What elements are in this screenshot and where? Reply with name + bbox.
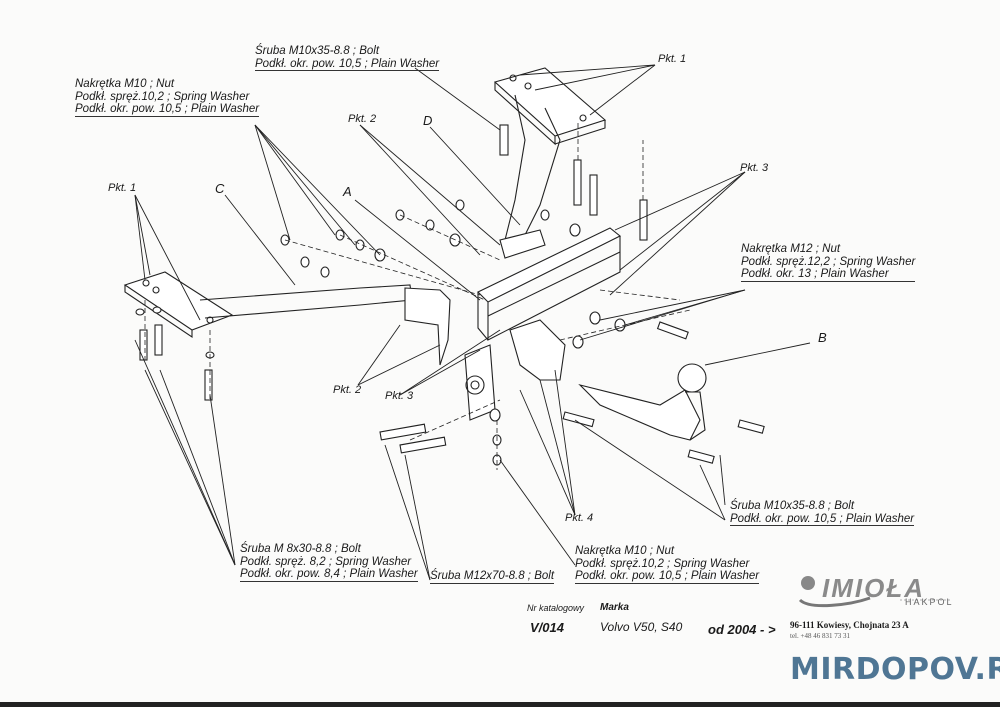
label-line: Śruba M 8x30-8.8 ; Bolt xyxy=(240,543,361,555)
make: Volvo V50, S40 xyxy=(600,620,683,634)
label-bottom-mid-bolt: Śruba M12x70-8.8 ; Bolt xyxy=(430,570,555,584)
label-line: Śruba M10x35-8.8 ; Bolt xyxy=(255,45,380,57)
company-address-block: 96-111 Kowiesy, Chojnata 23 A tel. +48 4… xyxy=(790,620,909,642)
pkt2-bottom: Pkt. 2 xyxy=(333,384,362,396)
label-line: Podkł. spręż.12,2 ; Spring Washer xyxy=(741,255,916,268)
label-line: Podkł. spręż.10,2 ; Spring Washer xyxy=(575,557,750,570)
leader-lines xyxy=(134,64,811,581)
label-line: Podkł. spręż. 8,2 ; Spring Washer xyxy=(240,555,412,568)
scan-edge xyxy=(0,702,1000,707)
assembly-lines xyxy=(144,120,691,470)
label-line: Podkł. spręż.10,2 ; Spring Washer xyxy=(75,90,250,103)
label-bottom-left-bolt: Śruba M 8x30-8.8 ; Bolt Podkł. spręż. 8,… xyxy=(240,543,418,582)
label-line: Nakrętka M12 ; Nut xyxy=(741,243,841,255)
label-line: Podkł. okr. 13 ; Plain Washer xyxy=(741,268,916,282)
label-line: Podkł. okr. pow. 10,5 ; Plain Washer xyxy=(255,57,440,71)
catalog-number: V/014 xyxy=(530,620,564,635)
pkt2-top: Pkt. 2 xyxy=(348,113,377,125)
ball-hitch-b xyxy=(464,319,707,441)
part-c-label: C xyxy=(215,181,225,196)
label-bottom-nut: Nakrętka M10 ; Nut Podkł. spręż.10,2 ; S… xyxy=(575,545,760,584)
company-sub: HAKPOL xyxy=(905,597,954,607)
label-line: Nakrętka M10 ; Nut xyxy=(75,78,175,90)
crossbar-a xyxy=(477,227,622,341)
pkt3-bottom: Pkt. 3 xyxy=(385,390,414,402)
company-address: 96-111 Kowiesy, Chojnata 23 A xyxy=(790,620,909,630)
arm-c xyxy=(123,271,451,366)
label-right-nut: Nakrętka M12 ; Nut Podkł. spręż.12,2 ; S… xyxy=(741,243,916,282)
label-top-bolt: Śruba M10x35-8.8 ; Bolt Podkł. okr. pow.… xyxy=(255,45,440,71)
pkt1-left: Pkt. 1 xyxy=(108,182,137,194)
imiola-logo xyxy=(798,576,950,608)
pkt4: Pkt. 4 xyxy=(565,512,594,524)
pkt1-top: Pkt. 1 xyxy=(658,53,687,65)
label-line: Śruba M12x70-8.8 ; Bolt xyxy=(430,570,555,584)
label-line: Nakrętka M10 ; Nut xyxy=(575,545,675,557)
company-phone: tel. +48 46 831 73 31 xyxy=(790,632,850,640)
label-left-nut: Nakrętka M10 ; Nut Podkł. spręż.10,2 ; S… xyxy=(75,78,260,117)
label-line: Śruba M10x35-8.8 ; Bolt xyxy=(730,500,855,512)
label-line: Podkł. okr. pow. 10,5 ; Plain Washer xyxy=(730,512,915,526)
year: od 2004 - > xyxy=(708,622,776,637)
watermark: MIRDOPOV.RU xyxy=(790,652,1000,687)
pkt3-right: Pkt. 3 xyxy=(740,162,769,174)
label-right-bolt: Śruba M10x35-8.8 ; Bolt Podkł. okr. pow.… xyxy=(730,500,915,526)
label-line: Podkł. okr. pow. 10,5 ; Plain Washer xyxy=(575,570,760,584)
part-a-label: A xyxy=(343,184,352,199)
company-logo-text: IMIOŁA xyxy=(822,573,925,603)
make-label: Marka xyxy=(600,602,629,613)
label-line: Podkł. okr. pow. 8,4 ; Plain Washer xyxy=(240,568,418,582)
catalog-label: Nr katalogowy xyxy=(527,603,585,613)
label-line: Podkł. okr. pow. 10,5 ; Plain Washer xyxy=(75,103,260,117)
part-b-label: B xyxy=(818,330,827,345)
part-d-label: D xyxy=(423,113,433,128)
bracket-d xyxy=(493,67,607,259)
